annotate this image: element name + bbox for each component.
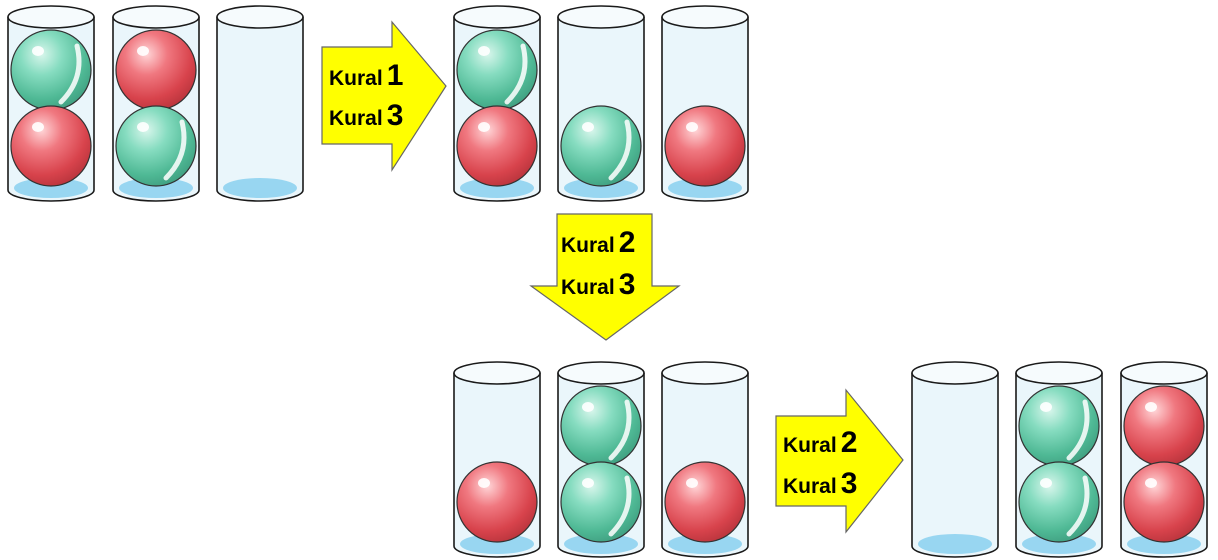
state-2 [453,5,749,202]
tube [661,361,749,558]
arrow-shape [321,20,447,173]
tubes-layer [7,5,1208,558]
tube [453,361,541,558]
red-ball [456,105,538,187]
red-ball [664,461,746,543]
rule-word: Kural [783,434,837,457]
red-ball [664,105,746,187]
rule-word: Kural [783,475,837,498]
green-ball [560,385,642,467]
green-ball [1018,461,1100,543]
tube [453,5,541,202]
tube [1120,361,1208,558]
rule-word: Kural [329,67,383,90]
tube [661,5,749,202]
red-ball [115,29,197,111]
green-ball [115,105,197,187]
rule-number: 1 [387,59,404,92]
tube [557,361,645,558]
green-ball [560,461,642,543]
state-4 [911,361,1208,558]
tube [911,361,999,558]
arrow-shape [775,388,904,534]
state-3 [453,361,749,558]
tube [7,5,95,202]
tube [557,5,645,202]
rule-word: Kural [329,107,383,130]
rule-word: Kural [561,276,615,299]
red-ball [10,105,92,187]
green-ball [560,105,642,187]
rule-number: 3 [387,99,404,132]
arrow-shape [529,213,681,341]
tube [1015,361,1103,558]
rule-number: 2 [619,226,636,259]
rule-number: 3 [841,467,858,500]
tube [112,5,200,202]
red-ball [1123,461,1205,543]
red-ball [456,461,538,543]
green-ball [1018,385,1100,467]
rule-number: 3 [619,268,636,301]
rule-word: Kural [561,234,615,257]
green-ball [10,29,92,111]
state-1 [7,5,304,202]
green-ball [456,29,538,111]
red-ball [1123,385,1205,467]
rule-number: 2 [841,426,858,459]
tube [216,5,304,202]
